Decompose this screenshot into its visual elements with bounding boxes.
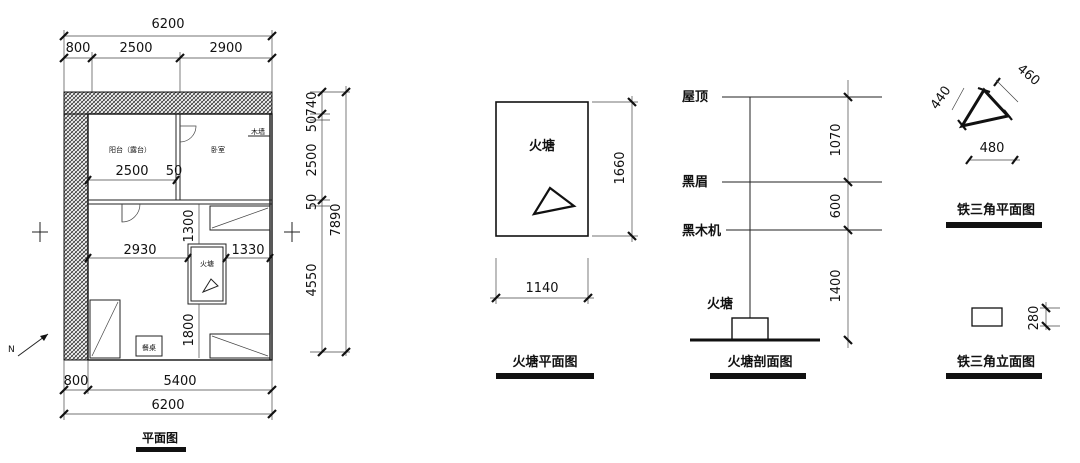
plan-right-50a-dim: 50 <box>305 116 320 133</box>
plan-top-seg1-dim: 800 <box>66 41 91 56</box>
plan-inner-2500-dim: 2500 <box>115 164 148 179</box>
section-beam-label: 黑眉 <box>682 175 708 190</box>
plan-right-4550-dim: 4550 <box>305 263 320 296</box>
tripod-dim-440: 440 <box>928 84 955 113</box>
tripod-dim-280: 280 <box>1027 306 1042 331</box>
fire-plan-title: 火塘平面图 <box>512 354 577 370</box>
plan-bottom-total-dim: 6200 <box>151 398 184 413</box>
plan-top-total-dim: 6200 <box>151 17 184 32</box>
plan-right-740-dim: 740 <box>305 92 320 117</box>
north-arrow-icon: N <box>8 333 49 357</box>
fire-plan-height-dim: 1660 <box>613 151 628 184</box>
section-roof-label: 屋顶 <box>682 90 708 105</box>
plan-bottom-seg2-dim: 5400 <box>163 374 196 389</box>
room-fire-label: 火塘 <box>200 259 214 268</box>
north-label: N <box>8 345 15 355</box>
plan-inner-1800-dim: 1800 <box>182 313 197 346</box>
plan-top-seg3-dim: 2900 <box>209 41 242 56</box>
section-marker-left <box>32 222 48 242</box>
section-dim-1400: 1400 <box>829 269 844 302</box>
plan-top-seg2-dim: 2500 <box>119 41 152 56</box>
plan-inner-1330-dim: 1330 <box>231 243 264 258</box>
plan-right-2500-dim: 2500 <box>305 143 320 176</box>
plan-inner-1300-dim: 1300 <box>182 209 197 242</box>
plan-bottom-seg1-dim: 800 <box>64 374 89 389</box>
tripod-plan: 440 460 480 铁三角平面图 <box>928 62 1043 228</box>
section-frame-label: 黑木机 <box>682 223 721 239</box>
fire-pit-section: 屋顶 黑眉 黑木机 火塘 1070 600 1400 火塘剖面图 <box>682 80 882 379</box>
fire-pit-plan: 火塘 1660 1140 火塘平面图 <box>490 96 638 379</box>
tripod-elevation: 280 铁三角立面图 <box>946 302 1060 379</box>
fire-plan-label: 火塘 <box>529 138 555 154</box>
plan-right-total-dim: 7890 <box>329 203 344 236</box>
plan-inner-50-dim: 50 <box>166 164 183 179</box>
tripod-dim-480: 480 <box>980 141 1005 156</box>
room-balcony-label: 阳台（露台） <box>109 145 151 154</box>
plan-title: 平面图 <box>142 431 178 445</box>
plan-inner-2930-dim: 2930 <box>123 243 156 258</box>
tripod-elev-title: 铁三角立面图 <box>956 354 1035 370</box>
room-wood-label: 木墙 <box>251 127 265 136</box>
section-title: 火塘剖面图 <box>727 354 792 370</box>
room-bedroom-label: 卧室 <box>211 145 225 154</box>
section-dim-1070: 1070 <box>829 123 844 156</box>
tripod-dim-460: 460 <box>1014 62 1043 89</box>
section-marker-right <box>284 222 300 242</box>
tripod-plan-title: 铁三角平面图 <box>956 202 1035 218</box>
section-hearth-label: 火塘 <box>707 296 733 312</box>
floor-plan: 6200 800 2500 2900 阳台（露台） 卧室 木墙 <box>8 17 351 452</box>
section-dim-600: 600 <box>829 194 844 219</box>
plan-right-50b-dim: 50 <box>305 194 320 211</box>
room-dining-label: 餐桌 <box>142 343 156 352</box>
fire-plan-width-dim: 1140 <box>525 281 558 296</box>
